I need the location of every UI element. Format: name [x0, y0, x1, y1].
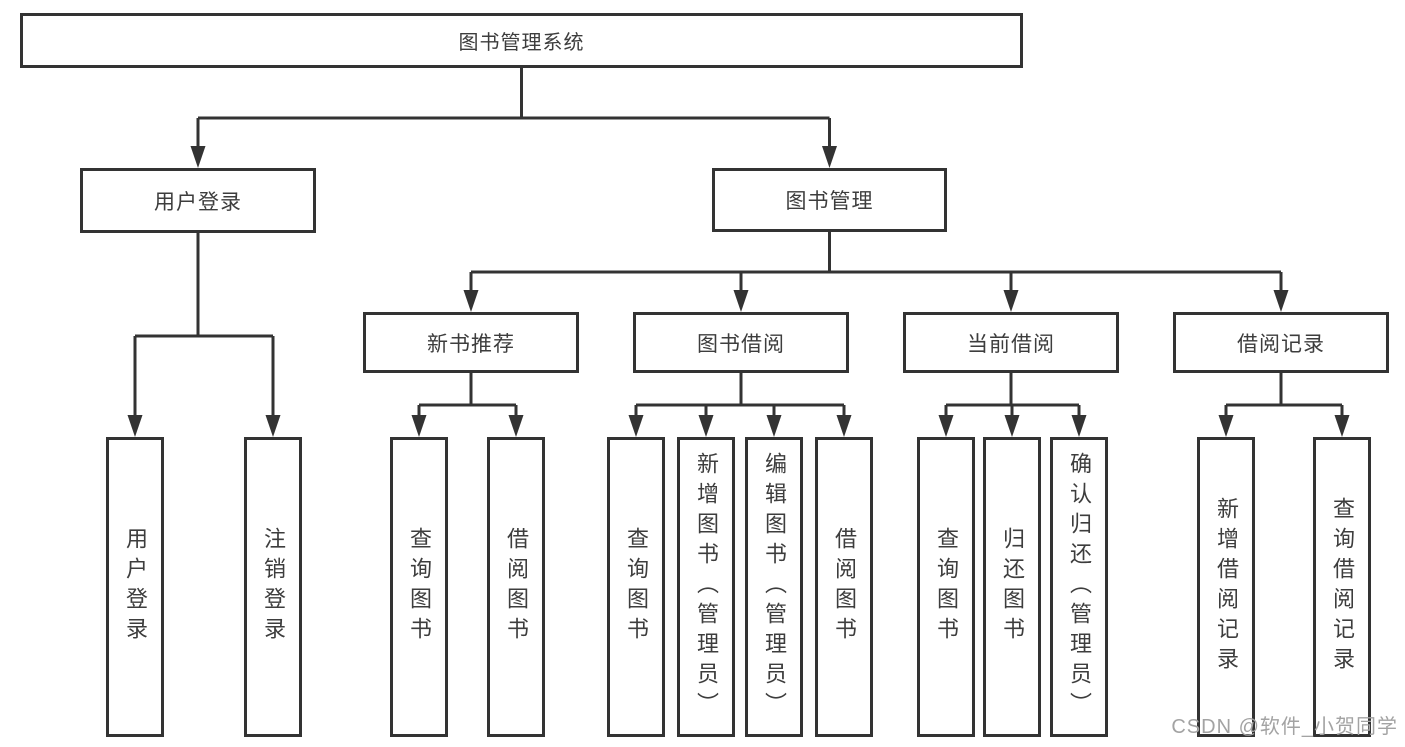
arrow-book-borrow-leaf-3	[766, 405, 782, 437]
node-borrowing-records: 借阅记录	[1173, 312, 1389, 373]
node-book-borrowing-label: 图书借阅	[697, 332, 785, 356]
arrow-book-borrow-leaf-1	[628, 405, 644, 437]
leaf-newbook-borrow-books-label: 借阅图书	[504, 527, 529, 647]
node-current-borrowing-label: 当前借阅	[967, 332, 1055, 356]
arrow-new-book-leaf-2	[508, 405, 524, 437]
node-user-login-label: 用户登录	[154, 190, 242, 214]
leaf-user-login: 用户登录	[106, 437, 164, 737]
leaf-confirm-return-admin: 确认归还（管理员）	[1050, 437, 1108, 737]
csdn-watermark: CSDN @软件_小贺同学	[1171, 716, 1398, 738]
leaf-add-books-admin: 新增图书（管理员）	[677, 437, 735, 737]
leaf-current-query-books-label: 查询图书	[934, 527, 959, 647]
leaf-logout-label: 注销登录	[261, 527, 286, 647]
leaf-confirm-return-admin-label: 确认归还（管理员）	[1067, 452, 1092, 722]
arrow-to-logout-leaf	[265, 336, 281, 437]
node-user-login: 用户登录	[80, 168, 316, 233]
leaf-user-login-label: 用户登录	[123, 527, 148, 647]
arrow-book-borrow-leaf-4	[836, 405, 852, 437]
arrow-to-book-borrow	[733, 272, 749, 312]
node-new-book-recommendation-label: 新书推荐	[427, 332, 515, 356]
arrow-to-current-borrow	[1003, 272, 1019, 312]
leaf-add-borrow-record: 新增借阅记录	[1197, 437, 1255, 737]
leaf-newbook-borrow-books: 借阅图书	[487, 437, 545, 737]
arrow-borrow-records-leaf-2	[1334, 405, 1350, 437]
leaf-current-query-books: 查询图书	[917, 437, 975, 737]
leaf-return-books: 归还图书	[983, 437, 1041, 737]
node-library-system-label: 图书管理系统	[458, 32, 585, 54]
leaf-add-books-admin-label: 新增图书（管理员）	[694, 452, 719, 722]
arrow-book-borrow-leaf-2	[698, 405, 714, 437]
arrow-to-user-login	[190, 118, 206, 168]
leaf-borrow-books: 借阅图书	[815, 437, 873, 737]
arrow-to-book-management	[822, 118, 837, 168]
arrow-current-borrow-leaf-2	[1004, 405, 1020, 437]
leaf-borrow-books-label: 借阅图书	[832, 527, 857, 647]
node-library-system: 图书管理系统	[20, 13, 1023, 68]
leaf-query-borrow-record: 查询借阅记录	[1313, 437, 1371, 737]
leaf-newbook-query-books: 查询图书	[390, 437, 448, 737]
arrow-to-borrow-records	[1273, 272, 1289, 312]
leaf-newbook-query-books-label: 查询图书	[407, 527, 432, 647]
arrow-borrow-records-leaf-1	[1218, 405, 1234, 437]
node-new-book-recommendation: 新书推荐	[363, 312, 579, 373]
arrow-current-borrow-leaf-3	[1071, 405, 1087, 437]
arrow-to-new-book-rec	[463, 272, 479, 312]
arrow-new-book-leaf-1	[411, 405, 427, 437]
node-book-borrowing: 图书借阅	[633, 312, 849, 373]
leaf-borrow-query-books: 查询图书	[607, 437, 665, 737]
node-borrowing-records-label: 借阅记录	[1237, 332, 1325, 356]
leaf-edit-books-admin-label: 编辑图书（管理员）	[762, 452, 787, 722]
leaf-add-borrow-record-label: 新增借阅记录	[1214, 497, 1239, 677]
node-current-borrowing: 当前借阅	[903, 312, 1119, 373]
node-book-management-label: 图书管理	[785, 190, 874, 213]
node-book-management: 图书管理	[712, 168, 947, 232]
leaf-return-books-label: 归还图书	[1000, 527, 1025, 647]
leaf-query-borrow-record-label: 查询借阅记录	[1330, 497, 1355, 677]
leaf-edit-books-admin: 编辑图书（管理员）	[745, 437, 803, 737]
arrow-current-borrow-leaf-1	[938, 405, 954, 437]
leaf-logout: 注销登录	[244, 437, 302, 737]
arrow-to-login-leaf	[127, 336, 143, 437]
leaf-borrow-query-books-label: 查询图书	[624, 527, 649, 647]
